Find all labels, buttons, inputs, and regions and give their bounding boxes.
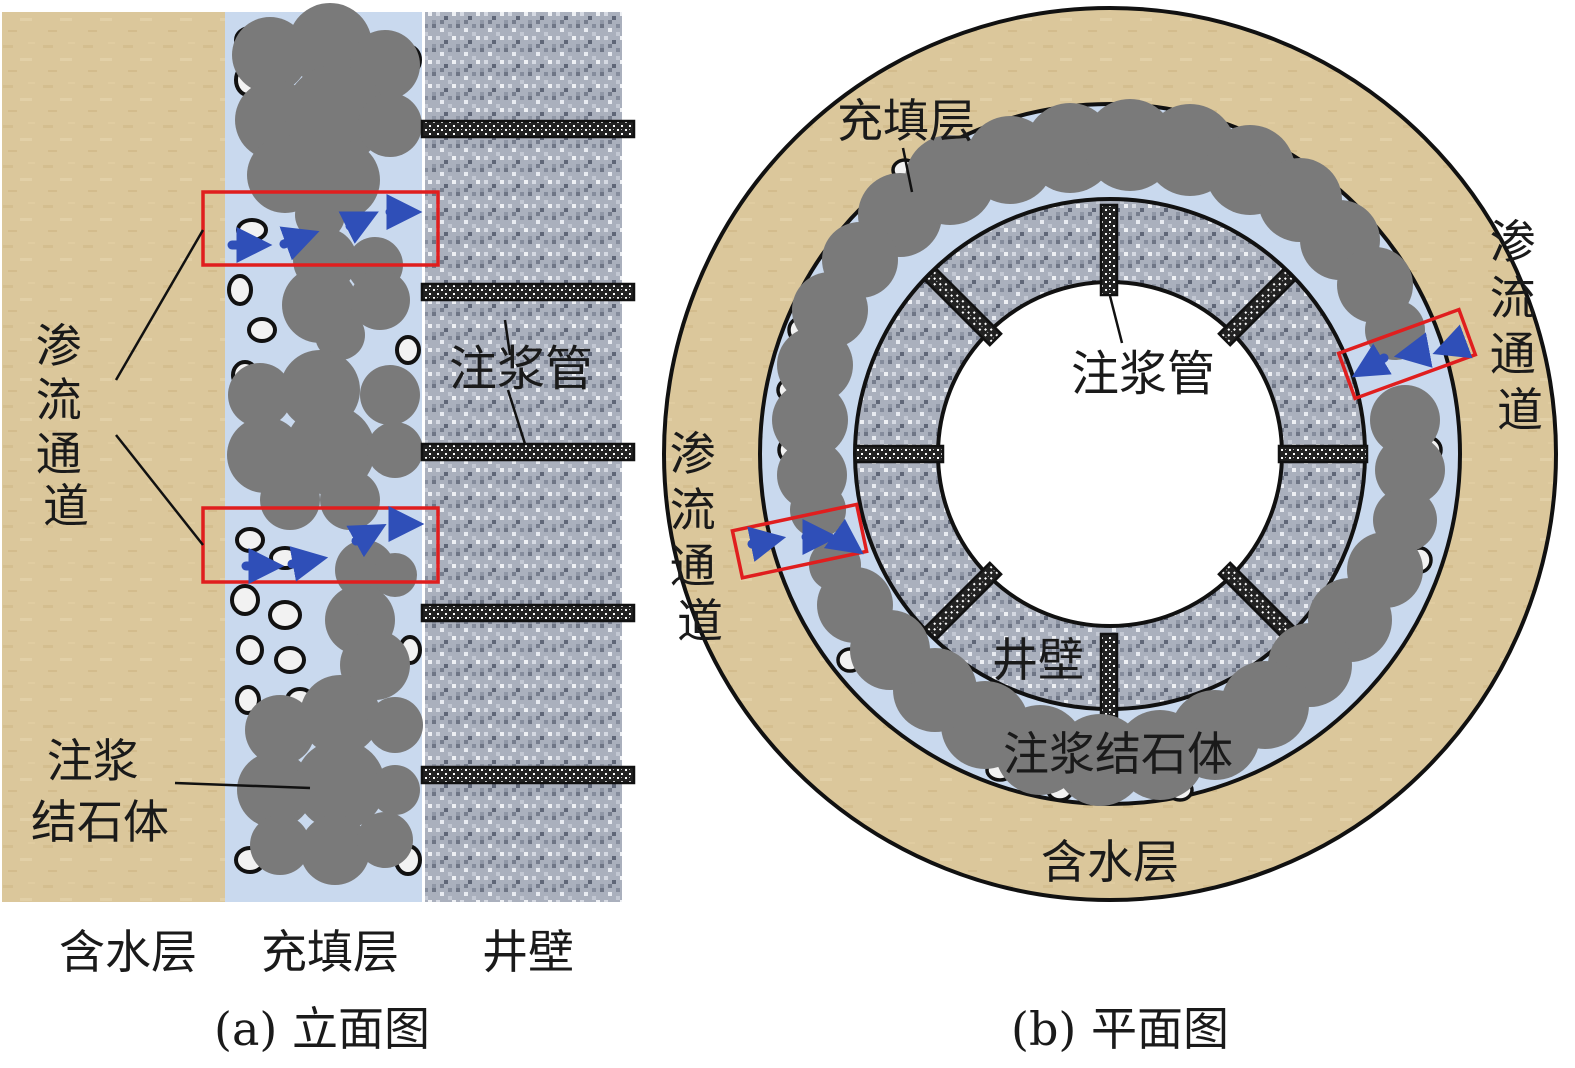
grout-pipe-radial (1099, 203, 1119, 297)
plan-aquifer-label: 含水层 (1041, 835, 1179, 889)
grout-mass-elevation (227, 3, 423, 885)
plan-seepage-right-label: 渗 流 通 道 (1490, 215, 1551, 437)
plan-view: 充填层 注浆管 渗 流 通 道 渗 流 通 道 井壁 注浆结石体 含水层 (b)… (662, 6, 1558, 1056)
seepage-char: 通 (670, 539, 716, 593)
seepage-char: 流 (670, 483, 716, 537)
leader-lines-plan (901, 147, 1124, 344)
column-label-aquifer: 含水层 (59, 925, 197, 979)
grout-pipe-radial (853, 444, 945, 464)
grout-pipes-elevation (420, 119, 636, 785)
plan-wall-label: 井壁 (992, 633, 1084, 687)
seepage-char: 渗 (1490, 215, 1536, 269)
column-label-fill: 充填层 (261, 925, 399, 979)
grout-pipe-radial (1099, 632, 1119, 726)
seepage-char: 通 (36, 427, 82, 481)
plan-pipe-label: 注浆管 (1071, 346, 1215, 402)
grout-pipe (420, 282, 636, 302)
grout-pipe-radial (922, 561, 1003, 642)
column-label-wall: 井壁 (482, 925, 574, 979)
plan-seepage-left-label: 渗 流 通 道 (670, 427, 731, 648)
seepage-char: 道 (43, 479, 89, 533)
grout-pipe-radial (1217, 266, 1298, 347)
seepage-arrows-plan (747, 324, 1473, 562)
seepage-char: 道 (677, 594, 723, 648)
grout-pipe (420, 765, 636, 785)
grout-pipes-plan (853, 203, 1369, 726)
grout-pipe-radial (922, 266, 1003, 347)
grout-pipe-label: 注浆管 (449, 341, 593, 397)
seepage-char: 流 (1490, 271, 1536, 325)
seepage-char: 通 (1490, 327, 1536, 381)
grout-pipe (420, 119, 636, 139)
grout-pipe (420, 442, 636, 462)
seepage-arrows-elevation (227, 194, 425, 584)
plan-grout-label: 注浆结石体 (1003, 727, 1233, 781)
seepage-char: 道 (1497, 383, 1543, 437)
grout-stone-line: 结石体 (31, 795, 169, 849)
seepage-box-upper (201, 190, 440, 267)
grout-pipe-radial (1277, 444, 1369, 464)
seepage-char: 渗 (670, 427, 716, 481)
elevation-view: 渗 流 通 道 注浆管 注浆 结石体 含水层 充填层 井壁 (a) 立面图 (2, 3, 636, 1056)
grout-stone-label: 注浆 结石体 (31, 734, 169, 849)
plan-fill-label: 充填层 (837, 94, 975, 148)
grout-stone-line: 注浆 (47, 734, 139, 788)
leader-lines-elevation (114, 229, 527, 790)
seepage-channel-label: 渗 流 通 道 (36, 319, 97, 533)
aquifer-strip (2, 12, 225, 902)
seepage-char: 流 (36, 373, 82, 427)
caption-elevation: (a) 立面图 (214, 1002, 430, 1056)
grout-mass-plan (772, 99, 1445, 806)
seepage-char: 渗 (36, 319, 82, 373)
caption-plan: (b) 平面图 (1011, 1002, 1229, 1056)
grout-pipe (420, 603, 636, 623)
